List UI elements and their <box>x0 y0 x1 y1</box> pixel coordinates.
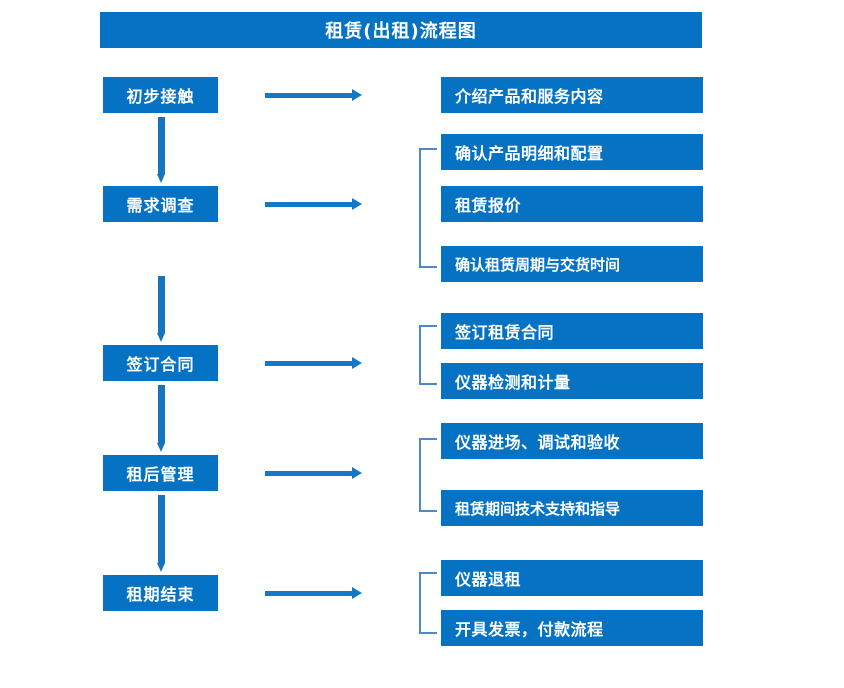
detail-box-g5-2[interactable]: 开具发票，付款流程 <box>441 610 703 646</box>
arrow-head-right-icon <box>352 467 362 479</box>
arrow-head-down-icon <box>157 333 165 342</box>
arrow-head-down-icon <box>157 443 165 452</box>
stage-box-4[interactable]: 租后管理 <box>103 455 218 491</box>
arrow-shaft <box>265 471 353 476</box>
detail-box-g2-3[interactable]: 确认租赁周期与交货时间 <box>441 246 703 282</box>
arrow-head-right-icon <box>352 198 362 210</box>
vertical-arrow-2-to-3 <box>157 276 166 342</box>
arrow-shaft <box>158 385 165 443</box>
group-bracket-3 <box>419 325 437 385</box>
detail-box-g5-1[interactable]: 仪器退租 <box>441 560 703 596</box>
detail-box-g3-1[interactable]: 签订租赁合同 <box>441 313 703 349</box>
arrow-shaft <box>158 495 165 563</box>
stage-box-1[interactable]: 初步接触 <box>103 77 218 113</box>
arrow-shaft <box>158 276 165 333</box>
horizontal-arrow-stage-4 <box>265 466 362 480</box>
horizontal-arrow-stage-3 <box>265 356 362 370</box>
vertical-arrow-3-to-4 <box>157 385 166 452</box>
arrow-head-right-icon <box>352 587 362 599</box>
arrow-shaft <box>265 591 353 596</box>
arrow-shaft <box>265 361 353 366</box>
arrow-head-down-icon <box>157 563 165 572</box>
group-bracket-5 <box>419 572 437 634</box>
stage-box-5[interactable]: 租期结束 <box>103 575 218 611</box>
arrow-shaft <box>265 202 353 207</box>
vertical-arrow-1-to-2 <box>157 117 166 183</box>
detail-box-g4-2[interactable]: 租赁期间技术支持和指导 <box>441 490 703 526</box>
group-bracket-4 <box>419 438 437 512</box>
horizontal-arrow-stage-2 <box>265 197 362 211</box>
detail-box-g4-1[interactable]: 仪器进场、调试和验收 <box>441 423 703 459</box>
arrow-head-right-icon <box>352 357 362 369</box>
arrow-head-right-icon <box>352 89 362 101</box>
arrow-head-down-icon <box>157 174 165 183</box>
horizontal-arrow-stage-1 <box>265 88 362 102</box>
arrow-shaft <box>265 93 353 98</box>
flowchart-title: 租赁(出租)流程图 <box>100 12 702 48</box>
stage-box-2[interactable]: 需求调查 <box>103 186 218 222</box>
horizontal-arrow-stage-5 <box>265 586 362 600</box>
stage-box-3[interactable]: 签订合同 <box>103 345 218 381</box>
group-bracket-2 <box>419 148 437 268</box>
arrow-shaft <box>158 117 165 174</box>
detail-box-g2-2[interactable]: 租赁报价 <box>441 186 703 222</box>
vertical-arrow-4-to-5 <box>157 495 166 572</box>
detail-box-g1-1[interactable]: 介绍产品和服务内容 <box>441 77 703 113</box>
detail-box-g3-2[interactable]: 仪器检测和计量 <box>441 363 703 399</box>
detail-box-g2-1[interactable]: 确认产品明细和配置 <box>441 134 703 170</box>
